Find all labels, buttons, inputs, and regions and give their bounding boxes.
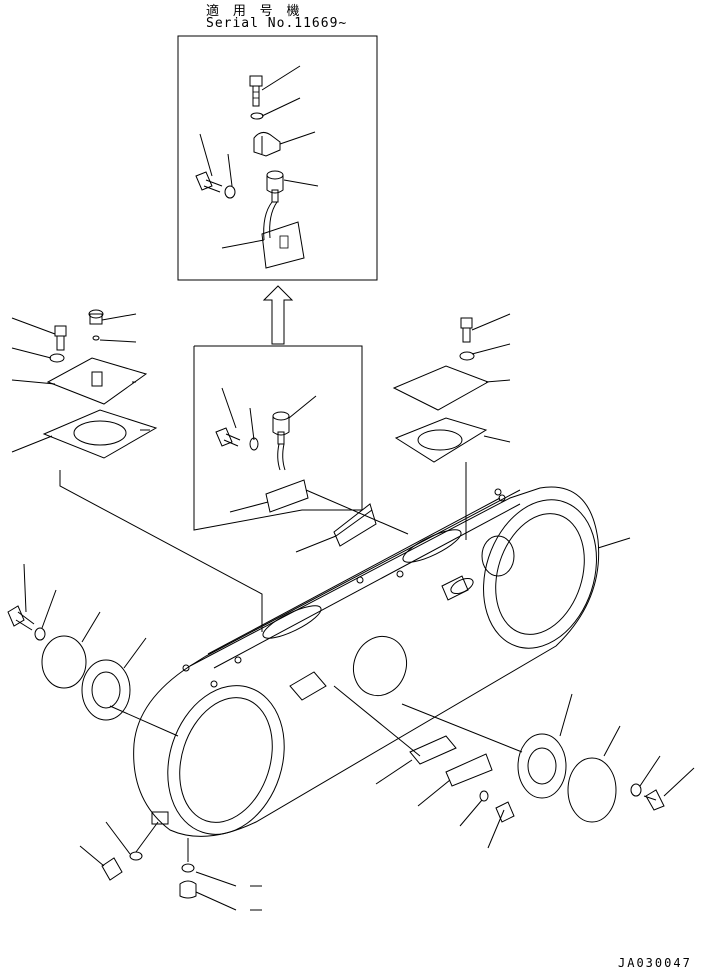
right-cover-assembly <box>392 313 511 540</box>
left-side-covers <box>7 563 179 737</box>
main-housing <box>133 486 631 837</box>
detail-box-sensor <box>193 345 409 535</box>
serial-number-label: Serial No.11669~ <box>206 16 348 31</box>
inspection-cover-parts <box>333 685 515 849</box>
drawing-code: JA030047 <box>618 956 692 970</box>
applicable-serial-heading: 適 用 号 機 <box>206 4 303 19</box>
drain-parts <box>79 821 262 911</box>
right-side-covers <box>401 693 695 823</box>
detail-box-serial-variant <box>177 35 378 281</box>
left-cover-assembly <box>11 309 263 632</box>
upgrade-arrow <box>262 285 294 345</box>
